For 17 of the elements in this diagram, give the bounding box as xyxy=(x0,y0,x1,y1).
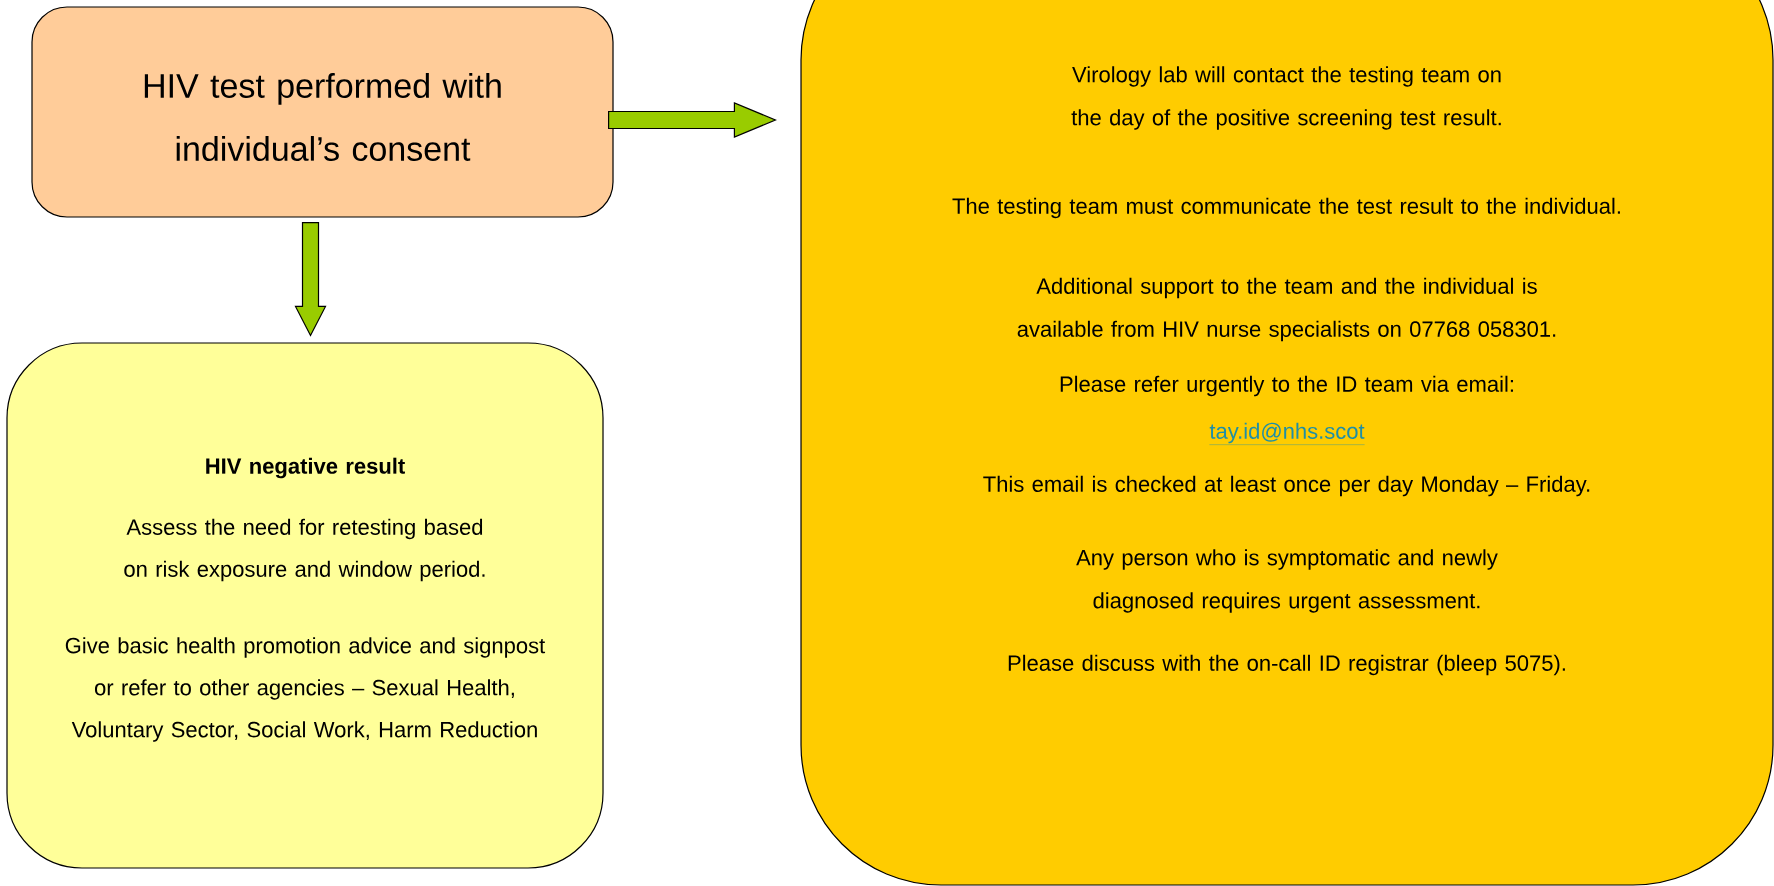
box-text: Virology lab will contact the testing team on the day of the positive screening test result. xyxy=(1071,66,1501,130)
box-text: Any person who is symptomatic and newly diagnosed requires urgent assessment. xyxy=(1076,549,1498,613)
box-text: Assess the need for retesting based on risk exposure and window period. xyxy=(124,518,485,582)
box-text: HIV test performed with individual’s consent xyxy=(144,73,501,161)
box-text: Please refer urgently to the ID team via email: xyxy=(1060,375,1513,397)
box-heading: HIV negative result xyxy=(206,457,405,479)
email-link: tay.id@nhs.scot xyxy=(1209,422,1365,445)
box-text: This email is checked at least once per day Monday – Friday. xyxy=(983,475,1590,497)
instruction-box xyxy=(800,0,1774,886)
box-text: Give basic health promotion advice and signpost or refer to other agencies – Sexual Health, Voluntary Sector, Social Work, Harm Reduction xyxy=(65,637,546,742)
block-arrow xyxy=(294,222,327,337)
box-text: Please discuss with the on-call ID registrar (bleep 5075). xyxy=(1008,654,1565,676)
box-text: The testing team must communicate the test result to the individual. xyxy=(952,197,1620,219)
box-text: Additional support to the team and the individual is available from HIV nurse specialists on 07768 058301. xyxy=(1017,277,1556,342)
result-box xyxy=(6,342,604,869)
process-box xyxy=(31,6,614,218)
block-arrow xyxy=(608,102,777,138)
